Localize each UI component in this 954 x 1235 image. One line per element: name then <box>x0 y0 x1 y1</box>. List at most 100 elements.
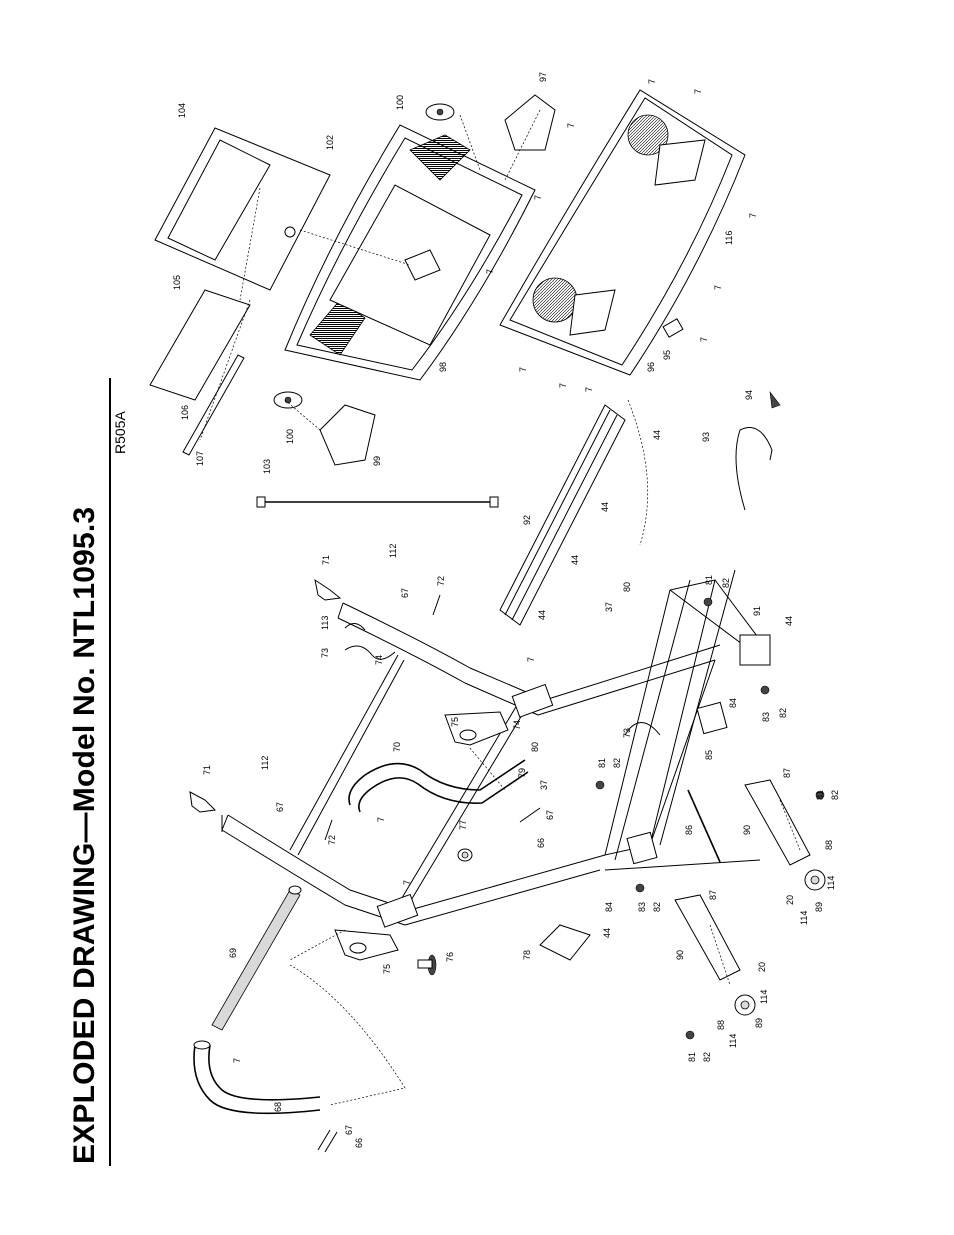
fan-100-top <box>425 103 455 121</box>
label-p92: 92 <box>522 515 532 525</box>
label-p112-b: 112 <box>260 756 270 770</box>
label-p82-a: 82 <box>612 758 622 768</box>
label-p116: 116 <box>724 231 734 245</box>
leg-90-right <box>744 779 811 866</box>
key-77 <box>457 848 473 862</box>
label-p37-a: 37 <box>604 602 614 612</box>
label-p89-b: 89 <box>814 902 824 912</box>
motor-hood-92 <box>499 404 626 626</box>
label-p44-a: 44 <box>537 610 547 620</box>
label-p78: 78 <box>522 950 532 960</box>
label-p105: 105 <box>172 275 182 290</box>
label-p75-b: 75 <box>382 964 392 974</box>
cap-91 <box>739 634 771 666</box>
part-number-labels: 68 66 67 7 69 75 76 78 44 84 7 77 72 67 … <box>172 72 840 1148</box>
label-p102: 102 <box>325 135 335 150</box>
endcap-85 <box>626 831 658 865</box>
tray-106 <box>149 289 251 401</box>
label-p7-n: 7 <box>699 337 709 342</box>
bolts-66-67 <box>317 594 541 1153</box>
label-p7-a: 7 <box>232 1058 242 1063</box>
label-p90-b: 90 <box>742 825 752 835</box>
overlay-102 <box>154 127 331 291</box>
label-p20-a: 20 <box>757 962 767 972</box>
label-p67-d: 67 <box>400 588 410 598</box>
label-p85: 85 <box>704 750 714 760</box>
label-p81-a: 81 <box>597 758 607 768</box>
label-p66-b: 66 <box>536 838 546 848</box>
label-p97: 97 <box>538 72 548 82</box>
label-p7-k: 7 <box>693 89 703 94</box>
label-p82-e: 82 <box>830 790 840 800</box>
label-p66-a: 66 <box>354 1138 364 1148</box>
label-p72-b: 72 <box>327 835 337 845</box>
bracket-78 <box>539 924 591 961</box>
label-p72-a: 72 <box>436 576 446 586</box>
base-frame <box>595 569 826 1040</box>
endcap-84-top <box>696 701 728 735</box>
label-p80-b: 80 <box>530 742 540 752</box>
label-p94: 94 <box>744 390 754 400</box>
label-p81-b: 81 <box>687 1052 697 1062</box>
label-p107: 107 <box>195 451 205 466</box>
label-p87-b: 87 <box>782 768 792 778</box>
label-p7-f: 7 <box>558 383 568 388</box>
label-p114-c: 114 <box>826 876 836 890</box>
label-p44-b: 44 <box>570 555 580 565</box>
fan-100-bottom <box>273 391 303 409</box>
label-p74-b: 74 <box>374 655 384 665</box>
speaker-97 <box>504 94 556 151</box>
label-p68: 68 <box>273 1102 283 1112</box>
label-p20-b: 20 <box>785 895 795 905</box>
label-p91: 91 <box>752 606 762 616</box>
label-p81-d: 81 <box>704 575 714 585</box>
label-p7-j: 7 <box>647 79 657 84</box>
label-p82-d: 82 <box>778 708 788 718</box>
label-p76: 76 <box>445 952 455 962</box>
knob-76 <box>417 954 437 976</box>
wire-113 <box>344 623 366 631</box>
label-p7-d: 7 <box>526 657 536 662</box>
cable-93 <box>735 427 773 511</box>
cap-71-top <box>314 578 342 601</box>
label-p95: 95 <box>662 350 672 360</box>
label-p84-b: 84 <box>604 902 614 912</box>
label-p88-a: 88 <box>716 1020 726 1030</box>
label-p7-l: 7 <box>748 213 758 218</box>
label-p7-h: 7 <box>533 195 543 200</box>
label-p80-a: 80 <box>622 582 632 592</box>
label-p67-a: 67 <box>344 1125 354 1135</box>
cap-71-bottom <box>189 791 217 813</box>
label-p90-a: 90 <box>675 950 685 960</box>
label-p114-d: 114 <box>799 911 809 925</box>
label-p44-e: 44 <box>602 928 612 938</box>
shock-86 <box>687 789 721 863</box>
label-p7-o: 7 <box>584 387 594 392</box>
wire-103 <box>256 496 499 508</box>
label-p67-c: 67 <box>545 810 555 820</box>
label-p7-m: 7 <box>713 285 723 290</box>
label-p83-b: 83 <box>761 712 771 722</box>
label-p7-i: 7 <box>566 123 576 128</box>
label-p103: 103 <box>262 459 272 474</box>
wire-73-bottom <box>624 722 661 736</box>
speaker-99 <box>319 404 376 466</box>
label-p82-f: 82 <box>721 578 731 588</box>
label-p83-a: 83 <box>637 902 647 912</box>
cover-75-bottom <box>334 929 399 961</box>
label-p75-a: 75 <box>450 717 460 727</box>
handlebar-68 <box>193 1040 321 1115</box>
label-p7-c: 7 <box>376 817 386 822</box>
label-p73-a: 73 <box>320 648 330 658</box>
label-p82-b: 82 <box>652 902 662 912</box>
grip-69 <box>211 885 302 1031</box>
upright-frame <box>221 602 721 928</box>
leg-90-left <box>674 894 741 981</box>
label-p93: 93 <box>701 432 711 442</box>
console-base-96 <box>499 89 746 376</box>
label-p44-c: 44 <box>600 502 610 512</box>
label-p113: 113 <box>320 616 330 630</box>
label-p99: 99 <box>372 456 382 466</box>
label-p114-b: 114 <box>728 1034 738 1048</box>
